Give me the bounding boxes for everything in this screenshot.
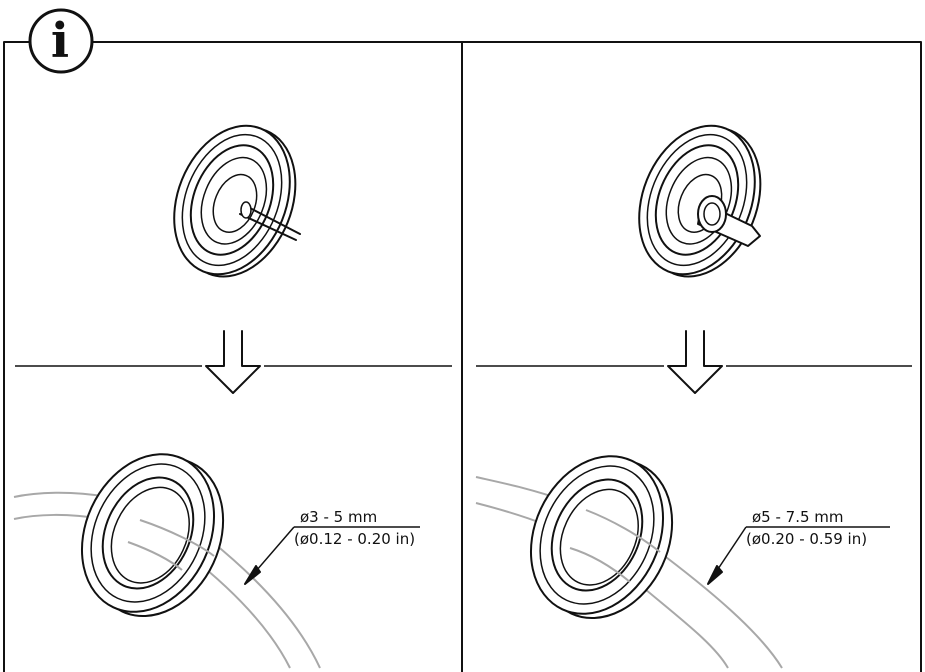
cable-diameter-mm-left: ø3 - 5 mm [300, 508, 378, 526]
cable-diameter-in-right: (ø0.20 - 0.59 in) [746, 530, 868, 548]
cable-left-through [127, 519, 215, 571]
grommet-thick-wire [638, 124, 762, 278]
grommet-thin-wire [173, 124, 297, 278]
info-badge [28, 8, 94, 74]
cable-diameter-in-left: (ø0.12 - 0.20 in) [294, 530, 416, 548]
down-arrow-icon-left [205, 330, 261, 394]
cable-right-through [569, 509, 661, 583]
info-icon: i [50, 13, 70, 69]
cable-spec-left: ø3 - 5 mm (ø0.12 - 0.20 in) [294, 508, 415, 548]
grommet-right [529, 455, 674, 620]
leader-left [244, 526, 420, 585]
grommet-left [80, 453, 225, 618]
thick-wire-stub [697, 195, 761, 247]
frame [3, 41, 922, 672]
down-arrow-icon-right [667, 330, 723, 394]
cable-diameter-mm-right: ø5 - 7.5 mm [752, 508, 844, 526]
cable-spec-right: ø5 - 7.5 mm (ø0.20 - 0.59 in) [746, 508, 867, 548]
thin-wire [239, 201, 301, 241]
leader-right [707, 526, 890, 585]
